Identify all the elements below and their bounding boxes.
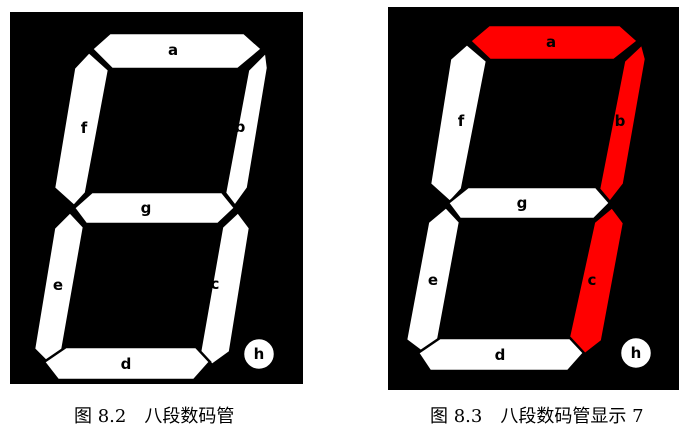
segment-d [42, 345, 212, 382]
segment-g [72, 190, 237, 226]
label-g: g [141, 199, 152, 217]
figure-8-2-display: a f b g e c d h [10, 12, 303, 384]
label-d: d [121, 355, 132, 373]
segment-f [52, 50, 111, 208]
figure-caption: 图 8.2 八段数码管 [74, 406, 235, 427]
seven-segment-diagram: a f b g e c d h [404, 23, 654, 373]
label-a: a [546, 33, 556, 51]
label-h: h [254, 345, 265, 363]
figure-8-3-display: a f b g e c d h [388, 7, 679, 390]
label-c: c [211, 275, 220, 293]
segment-b [223, 49, 270, 209]
label-d: d [495, 346, 506, 364]
label-g: g [517, 194, 528, 212]
segment-g [446, 185, 612, 221]
segment-c [198, 210, 252, 367]
segment-h [241, 336, 277, 372]
segment-d [416, 336, 586, 373]
seven-segment-diagram: a f b g e c d h [32, 31, 277, 382]
figure-caption: 图 8.3 八段数码管显示 7 [430, 406, 644, 427]
label-f: f [81, 119, 88, 137]
label-f: f [458, 112, 465, 130]
segment-a [90, 31, 264, 71]
segment-c [566, 205, 626, 357]
label-c: c [588, 271, 597, 289]
label-h: h [631, 344, 642, 362]
label-a: a [168, 41, 178, 59]
label-e: e [428, 271, 438, 289]
segment-a [468, 23, 640, 62]
label-b: b [235, 118, 246, 136]
label-b: b [615, 112, 626, 130]
label-e: e [53, 276, 63, 294]
segment-h [618, 335, 654, 371]
